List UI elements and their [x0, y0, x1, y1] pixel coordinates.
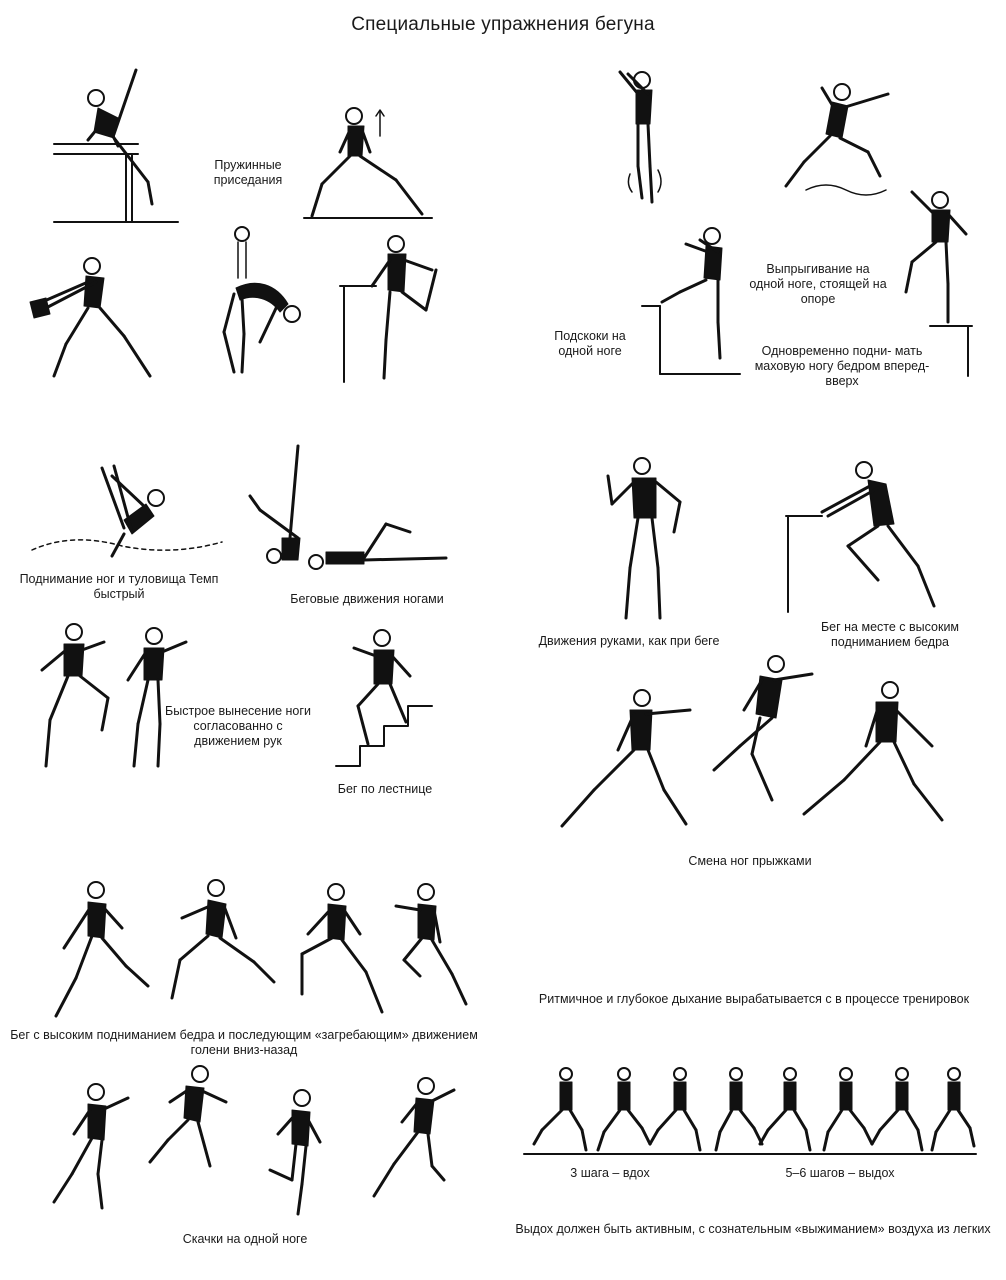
figure-step-jump — [641, 227, 741, 375]
caption-quick-leg: Быстрое вынесение ноги согласованно с дв… — [165, 704, 311, 748]
caption-inhale: 3 шага – вдох — [570, 1166, 650, 1180]
caption-simultaneous: Одновременно подни- мать маховую ногу бе… — [754, 344, 930, 388]
caption-exhale: 5–6 шагов – выдох — [785, 1166, 895, 1180]
caption-jump-out: Выпрыгивание на одной ноге, стоящей на о… — [749, 262, 887, 306]
caption-high-knees-place: Бег на месте с высоким подниманием бедра — [820, 620, 960, 649]
page-title: Специальные упражнения бегуна — [351, 14, 655, 35]
figure-running-leg-moves — [248, 444, 448, 570]
caption-running-leg-moves: Беговые движения ногами — [290, 592, 444, 606]
runner-4 — [714, 1067, 764, 1152]
figure-springy-squats — [303, 107, 433, 219]
figure-high-knees-bar — [785, 461, 936, 613]
figure-arm-swing-lunge — [29, 257, 152, 378]
runner-2 — [596, 1067, 652, 1152]
figure-leg-switch — [560, 655, 944, 828]
caption-one-leg-jumps: Подскоки на одной ноге — [554, 329, 626, 358]
caption-one-leg-hops: Скачки на одной ноге — [182, 1232, 308, 1246]
runner-3 — [648, 1067, 702, 1152]
runner-6 — [822, 1067, 874, 1152]
caption-high-knees-run: Бег с высоким подниманием бедра и послед… — [10, 1028, 478, 1057]
figure-vertical-jump — [618, 70, 662, 204]
figure-back-bend — [222, 226, 301, 374]
caption-stairs: Бег по лестнице — [337, 782, 433, 796]
runner-1 — [532, 1067, 588, 1152]
caption-springy-squats: Пружинные приседания — [213, 158, 283, 187]
runner-7 — [870, 1067, 924, 1152]
runner-5 — [758, 1067, 812, 1152]
figure-quick-leg — [40, 623, 188, 768]
figure-high-knees-run — [54, 879, 468, 1018]
caption-legs-torso: Поднимание ног и туловища Темп быстрый — [19, 572, 219, 601]
figure-leg-hold-bar — [339, 235, 438, 383]
caption-arm-moves: Движения руками, как при беге — [538, 634, 720, 648]
runner-8 — [930, 1067, 976, 1152]
caption-leg-switch: Смена ног прыжками — [688, 854, 812, 868]
figure-stairs-run — [335, 629, 433, 767]
figure-knee-lift-support — [904, 190, 973, 377]
figure-legs-torso-raise — [31, 464, 223, 558]
figure-arm-moves — [606, 457, 682, 620]
figure-leap — [784, 83, 890, 196]
caption-exhale-note: Выдох должен быть активным, с сознательн… — [515, 1222, 991, 1236]
figure-barrier-stretch — [53, 68, 179, 223]
caption-rhythmic: Ритмичное и глубокое дыхание вырабатывае… — [538, 992, 970, 1006]
figure-one-leg-hops — [52, 1065, 456, 1216]
figure-running-sequence — [523, 1067, 977, 1155]
